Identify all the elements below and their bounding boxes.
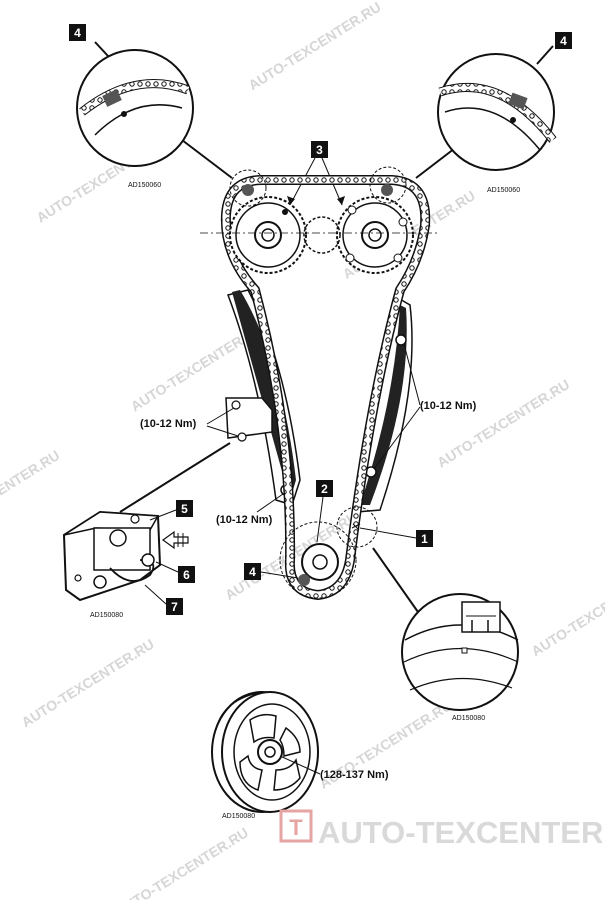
tensioner-leader-line xyxy=(119,442,231,513)
detail-circle-crank-mark xyxy=(401,593,519,711)
callout-4-top-right-label: 4 xyxy=(560,34,567,48)
callout-7 xyxy=(166,598,183,615)
crank-detail-leader-line xyxy=(372,547,419,613)
timing-chain-links xyxy=(222,176,429,599)
callout-2 xyxy=(316,480,333,497)
svg-text:T: T xyxy=(289,815,303,840)
callout-3 xyxy=(311,141,328,158)
callout-1 xyxy=(416,530,433,547)
intake-camshaft-sprocket xyxy=(229,184,307,274)
push-direction-arrow-icon xyxy=(161,530,189,550)
mark-highlight-circle xyxy=(369,166,407,204)
figure-code-crank-mark: AD150080 xyxy=(452,715,485,722)
torque-guide-left: (10-12 Nm) xyxy=(216,514,273,526)
callout-3-label: 3 xyxy=(316,143,323,157)
watermark-text: AUTO-TEXCENTER.RU xyxy=(528,565,605,660)
callout-6-label: 6 xyxy=(183,568,190,582)
bolt-icon xyxy=(395,334,407,346)
watermark-text: AUTO-TEXCENTER.RU xyxy=(245,0,383,93)
watermark-text: AUTO-TEXCENTER.RU xyxy=(0,447,62,542)
sprocket-mesh-gear xyxy=(303,216,341,254)
callout-2-label: 2 xyxy=(321,482,328,496)
site-logo-text: AUTO-TEXCENTER.RU xyxy=(318,815,605,850)
site-logo: T AUTO-TEXCENTER.RU xyxy=(279,809,605,850)
callout-1-label: 1 xyxy=(421,532,428,546)
callout-4-top-right xyxy=(555,32,572,49)
watermark-text: AUTO-TEXCENTER.RU xyxy=(19,636,157,731)
chain-tensioner-installed xyxy=(225,397,273,442)
figure-code-detail-right: AD150060 xyxy=(487,187,520,194)
figure-code-detail-left: AD150060 xyxy=(128,182,161,189)
watermark-text: AUTO-TEXCENTER.RU xyxy=(434,376,572,471)
crankshaft-sprocket xyxy=(279,506,378,599)
callout-6 xyxy=(178,566,195,583)
figure-code-tensioner: AD150080 xyxy=(90,612,123,619)
mark-highlight-circle xyxy=(229,169,267,207)
callout-5-label: 5 xyxy=(181,502,188,516)
figure-code-pulley: AD150080 xyxy=(222,813,255,820)
callout-7-label: 7 xyxy=(171,600,178,614)
callout-4-bottom-label: 4 xyxy=(249,565,256,579)
detail-circle-left xyxy=(76,41,233,179)
callout-4-top-left xyxy=(69,24,86,41)
chain-tensioner-detail xyxy=(62,510,162,602)
detail-circle-right xyxy=(415,45,557,179)
torque-guide-right: (10-12 Nm) xyxy=(420,400,477,412)
callout-5 xyxy=(176,500,193,517)
callout-4-bottom xyxy=(244,563,261,580)
callout-4-top-left-label: 4 xyxy=(74,26,81,40)
torque-pulley-bolt: (128-137 Nm) xyxy=(320,769,389,781)
watermark-text: AUTO-TEXCENTER.RU xyxy=(113,824,251,900)
exhaust-camshaft-sprocket xyxy=(336,184,414,274)
crankshaft-pulley xyxy=(211,691,319,813)
torque-tensioner-bolts: (10-12 Nm) xyxy=(140,418,197,430)
